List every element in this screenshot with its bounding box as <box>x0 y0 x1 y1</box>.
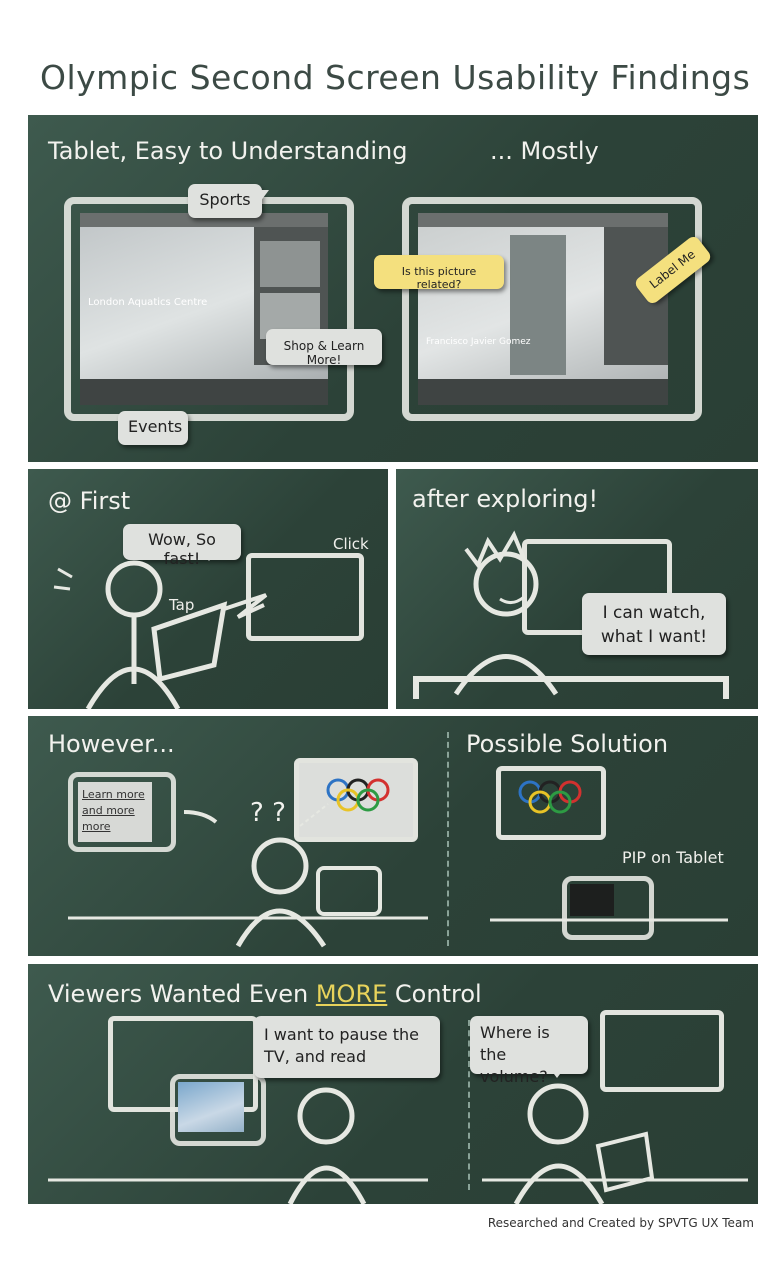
heading-control-more: MORE <box>315 980 388 1008</box>
panel-more-control: Viewers Wanted Even MORE Control I want … <box>28 964 758 1204</box>
bubble-picture: Is this picture related? <box>374 255 504 291</box>
tablet-screen-learn: Learn more and more more <box>78 782 152 842</box>
credit-line: Researched and Created by SPVTG UX Team <box>487 1216 754 1230</box>
bubble-sports: Sports <box>188 184 269 218</box>
heading-control-pre: Viewers Wanted Even <box>48 980 316 1008</box>
screen-caption-left: London Aquatics Centre <box>88 297 208 308</box>
bubble-shop: Shop & Learn More! <box>266 329 382 367</box>
label-tap: Tap <box>169 596 195 614</box>
learn-more-line-2: and more <box>82 804 135 817</box>
panel-heading-mostly: ... Mostly <box>490 137 599 165</box>
divider-control <box>468 1020 470 1190</box>
panel-at-first: @ First Wow, So fast! Click Tap <box>28 469 388 709</box>
divider-however <box>447 732 449 946</box>
tablet-screen-right: Francisco Javier Gomez <box>418 213 668 405</box>
label-click: Click <box>333 535 369 553</box>
bubble-events: Events <box>118 411 188 445</box>
tv-first <box>246 553 364 641</box>
tablet-screen-left: London Aquatics Centre <box>80 213 328 405</box>
olympic-rings-icon <box>326 778 390 812</box>
tablet-frame-control <box>170 1074 266 1146</box>
pip-window <box>570 884 614 916</box>
olympic-rings-icon <box>518 780 582 814</box>
label-pip: PIP on Tablet <box>622 848 724 867</box>
illustration-however <box>68 778 728 948</box>
bubble-wow: Wow, So fast! <box>123 524 241 568</box>
bubble-watch: I can watch, what I want! <box>582 593 726 655</box>
tablet-screen-swimmer <box>178 1082 244 1132</box>
screen-caption-right: Francisco Javier Gomez <box>426 337 531 347</box>
tablet-frame-learn <box>68 772 176 852</box>
panel-heading-solution: Possible Solution <box>466 730 669 758</box>
stick-figure-king <box>413 530 729 699</box>
panel-tablet: Tablet, Easy to Understanding ... Mostly… <box>28 115 758 462</box>
tv-solution <box>496 766 606 840</box>
panel-however: However... Learn more and more more ? ? <box>28 716 758 956</box>
bubble-volume: Where is the volume? <box>470 1016 588 1086</box>
question-marks: ? ? <box>250 798 286 828</box>
illustration-control <box>48 1083 748 1204</box>
page-title: Olympic Second Screen Usability Findings <box>40 58 751 97</box>
heading-control-post: Control <box>387 980 482 1008</box>
panel-heading-first: @ First <box>48 487 131 515</box>
panel-heading-exploring: after exploring! <box>412 485 599 513</box>
panel-after-exploring: after exploring! I can watch, what I wan… <box>396 469 758 709</box>
tablet-frame-right <box>402 197 702 421</box>
learn-more-line-3: more <box>82 820 111 833</box>
learn-more-line-1: Learn more <box>82 788 145 801</box>
tablet-frame-pip <box>562 876 654 940</box>
panel-heading-control: Viewers Wanted Even MORE Control <box>48 980 482 1008</box>
panel-heading-tablet: Tablet, Easy to Understanding <box>48 137 408 165</box>
stick-figure-first <box>53 560 268 709</box>
panel-heading-however: However... <box>48 730 175 758</box>
bubble-pause: I want to pause the TV, and read <box>254 1016 440 1078</box>
tv-control-right <box>600 1010 724 1092</box>
